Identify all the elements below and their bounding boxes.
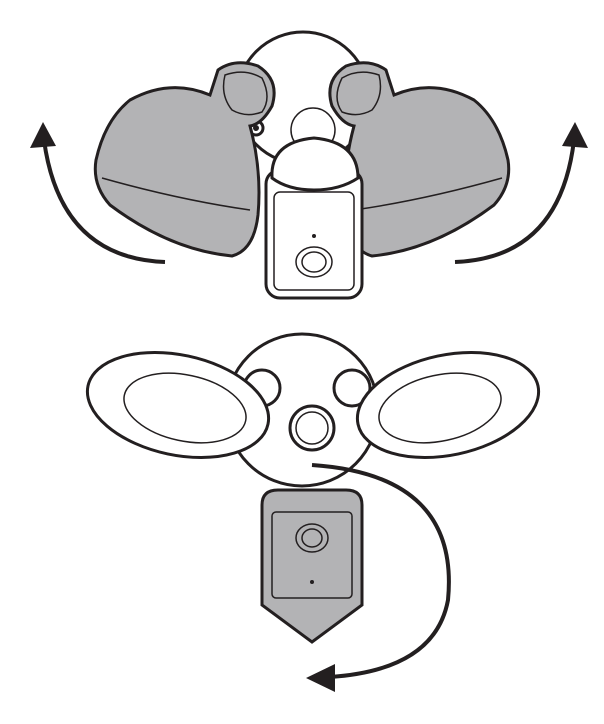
arrowhead-left	[30, 122, 56, 148]
camera-gray	[260, 488, 364, 644]
arrowhead-down	[306, 664, 335, 692]
right-light-white	[355, 350, 541, 460]
rotate-up-arrow-left	[42, 139, 166, 264]
arrowhead-right	[562, 122, 588, 148]
left-light-white	[85, 350, 271, 460]
rotate-down-arrow	[311, 463, 451, 679]
camera-white	[264, 136, 364, 300]
bottom-floodlight-figure	[85, 332, 541, 692]
left-light-gray	[93, 61, 276, 258]
rotate-up-arrow-right	[454, 139, 576, 264]
right-light-gray	[328, 61, 511, 258]
top-floodlight-figure	[30, 30, 588, 300]
